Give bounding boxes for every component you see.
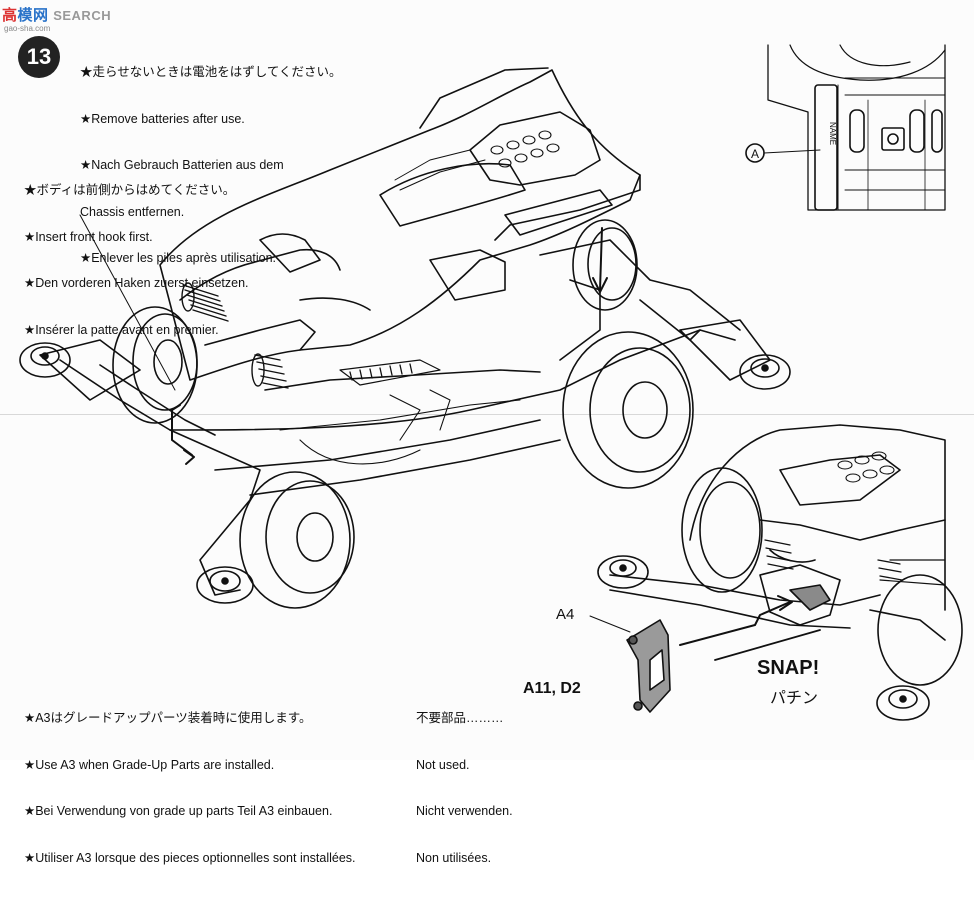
spring-damper-lower (251, 353, 289, 389)
closeup-body (681, 424, 963, 686)
wheel-rear-right (562, 331, 694, 489)
wheel-rear-left (572, 219, 638, 311)
roller-front-left (19, 342, 71, 378)
front-hook-arrow (79, 214, 195, 465)
instruction-page: 高模网 SEARCH gao-sha.com 13 ★走らせないときは電池をはず… (0, 7, 974, 865)
snap-label: SNAP! (757, 657, 820, 679)
watermark-logo: 高模网 SEARCH (2, 7, 112, 24)
chassis-frame (39, 239, 771, 596)
assembly-illustration: A NAME (19, 44, 963, 721)
note-remove-batteries: ★走らせないときは電池をはずしてください。 ★Remove batteries … (80, 65, 342, 265)
roller-rear-right (739, 354, 791, 390)
roller-closeup-right (876, 685, 930, 721)
unused-parts-list: A11, D2 (523, 680, 581, 697)
spring-damper-upper (181, 282, 229, 322)
insert-arrow (679, 595, 793, 646)
car-body-main (159, 67, 641, 386)
note-front-hook: ★ボディは前側からはめてください。 ★Insert front hook fir… (24, 183, 249, 337)
closeup-chassis (609, 564, 946, 641)
part-label-a4: A4 (556, 606, 575, 623)
wheel-front-left (112, 306, 198, 424)
rear-hook-arrow (592, 227, 608, 293)
wheel-front-right (239, 471, 355, 609)
callout-a-letter: A (751, 147, 759, 161)
roller-closeup-left (597, 555, 649, 589)
watermark-url: gao-sha.com (4, 24, 51, 33)
snap-label-jp: パチン (770, 690, 819, 707)
snap-pointer (714, 629, 821, 661)
detail-inset (745, 44, 946, 211)
name-plate-label: NAME (828, 122, 837, 145)
roller-front-right (196, 566, 254, 604)
step-number-badge: 13 (18, 36, 60, 78)
part-a4 (589, 615, 671, 713)
page-fold-line (0, 414, 974, 415)
